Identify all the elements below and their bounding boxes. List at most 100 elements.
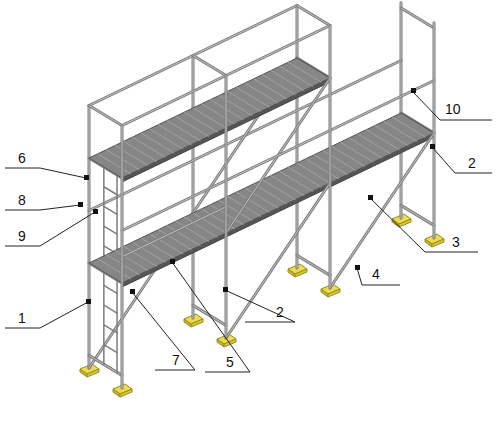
- deck-plank-joint: [202, 104, 235, 124]
- frame-post: [88, 106, 91, 369]
- deck-plank-joint: [158, 125, 191, 145]
- callout-number: 8: [18, 192, 26, 208]
- base-plate: [288, 269, 295, 277]
- base-plate: [80, 369, 87, 377]
- leader-line: [5, 302, 88, 328]
- ladder-rung: [104, 187, 117, 195]
- diagonal-brace: [226, 183, 330, 338]
- callout-dot: [368, 195, 373, 200]
- callout-dot: [430, 144, 435, 149]
- deck-plank-joint: [271, 176, 304, 196]
- frame-post: [329, 26, 332, 289]
- deck-plank-joint: [306, 159, 339, 179]
- deck-plank-joint: [228, 91, 261, 111]
- frame-transom: [401, 205, 434, 225]
- leader-line: [225, 290, 295, 322]
- deck-plank-joint: [98, 259, 131, 279]
- callout-dot: [93, 209, 98, 214]
- deck-plank-joint: [280, 171, 313, 191]
- deck-plank-joint: [193, 108, 226, 128]
- frame-transom: [89, 106, 122, 126]
- deck-plank-joint: [262, 180, 295, 200]
- callout-number: 4: [372, 266, 380, 282]
- deck-plank-joint: [349, 138, 382, 158]
- base-plate: [191, 319, 203, 327]
- diagonal-brace: [330, 133, 434, 288]
- base-plate: [328, 289, 340, 297]
- deck-plank-joint: [358, 134, 391, 154]
- leader-line: [132, 292, 195, 370]
- deck-plank-joint: [323, 151, 356, 171]
- callout-dot: [355, 265, 360, 270]
- callout-dot: [170, 259, 175, 264]
- deck-plank-joint: [297, 163, 330, 183]
- deck-plank-joint: [375, 126, 408, 146]
- leader-line: [5, 205, 80, 210]
- diagonal-brace: [330, 133, 434, 288]
- frame-post: [225, 76, 228, 339]
- frame-post: [297, 6, 298, 269]
- deck-plank-joint: [167, 121, 200, 141]
- leader-line: [5, 168, 86, 178]
- deck-plank-joint: [236, 87, 269, 107]
- base-plate: [295, 269, 307, 277]
- frame-transom: [193, 56, 226, 76]
- base-plate: [425, 239, 432, 247]
- base-plate: [120, 389, 132, 397]
- frame-post: [226, 76, 227, 339]
- callout-dot: [86, 299, 91, 304]
- platform-deck: [89, 58, 330, 178]
- frame-transom: [297, 255, 330, 275]
- base-plate: [184, 319, 191, 327]
- leader-line: [432, 147, 492, 173]
- frame-transom: [401, 8, 434, 28]
- frame-post: [401, 3, 402, 218]
- frame-post: [89, 106, 90, 369]
- callout-dot: [411, 88, 416, 93]
- frame-post: [433, 23, 436, 238]
- frame-transom: [297, 255, 330, 275]
- leader-line: [5, 212, 95, 246]
- deck-plank-joint: [254, 79, 287, 99]
- deck-plank-joint: [384, 121, 417, 141]
- callout-number: 3: [452, 234, 460, 250]
- callout-number: 2: [468, 155, 476, 171]
- frame-post: [122, 126, 123, 389]
- ladder-rung: [104, 305, 117, 313]
- deck-plank-joint: [115, 146, 148, 166]
- deck-plank-joint: [132, 137, 165, 157]
- callout-dot: [223, 287, 228, 292]
- deck-plank-joint: [271, 71, 304, 91]
- ladder-rung: [104, 226, 117, 234]
- deck-plank-joint: [288, 62, 321, 82]
- callout-dot: [84, 175, 89, 180]
- deck-plank-joint: [219, 96, 252, 116]
- frame-transom: [89, 106, 122, 126]
- frame-post: [434, 23, 435, 238]
- frame-post: [192, 56, 195, 319]
- deck-plank-joint: [124, 141, 157, 161]
- ladder-rung: [104, 345, 117, 353]
- callout-number: 1: [18, 310, 26, 326]
- ladder-rung: [104, 325, 117, 333]
- deck-plank-joint: [280, 66, 313, 86]
- deck-plank-joint: [340, 142, 373, 162]
- base-plate: [87, 369, 99, 377]
- leader-line: [172, 262, 250, 372]
- base-plate: [217, 339, 224, 347]
- frame-post: [193, 56, 194, 319]
- deck-plank-joint: [332, 146, 365, 166]
- callout-number: 5: [226, 354, 234, 370]
- frame-transom: [297, 6, 330, 26]
- callout-number: 2: [276, 304, 284, 320]
- deck-plank-joint: [245, 83, 278, 103]
- deck-plank-joint: [98, 154, 131, 174]
- frame-post: [121, 126, 124, 389]
- base-plate: [321, 289, 328, 297]
- callout-dot: [130, 289, 135, 294]
- deck-plank-joint: [366, 130, 399, 150]
- callout-number: 9: [18, 228, 26, 244]
- callout-number: 10: [445, 101, 461, 117]
